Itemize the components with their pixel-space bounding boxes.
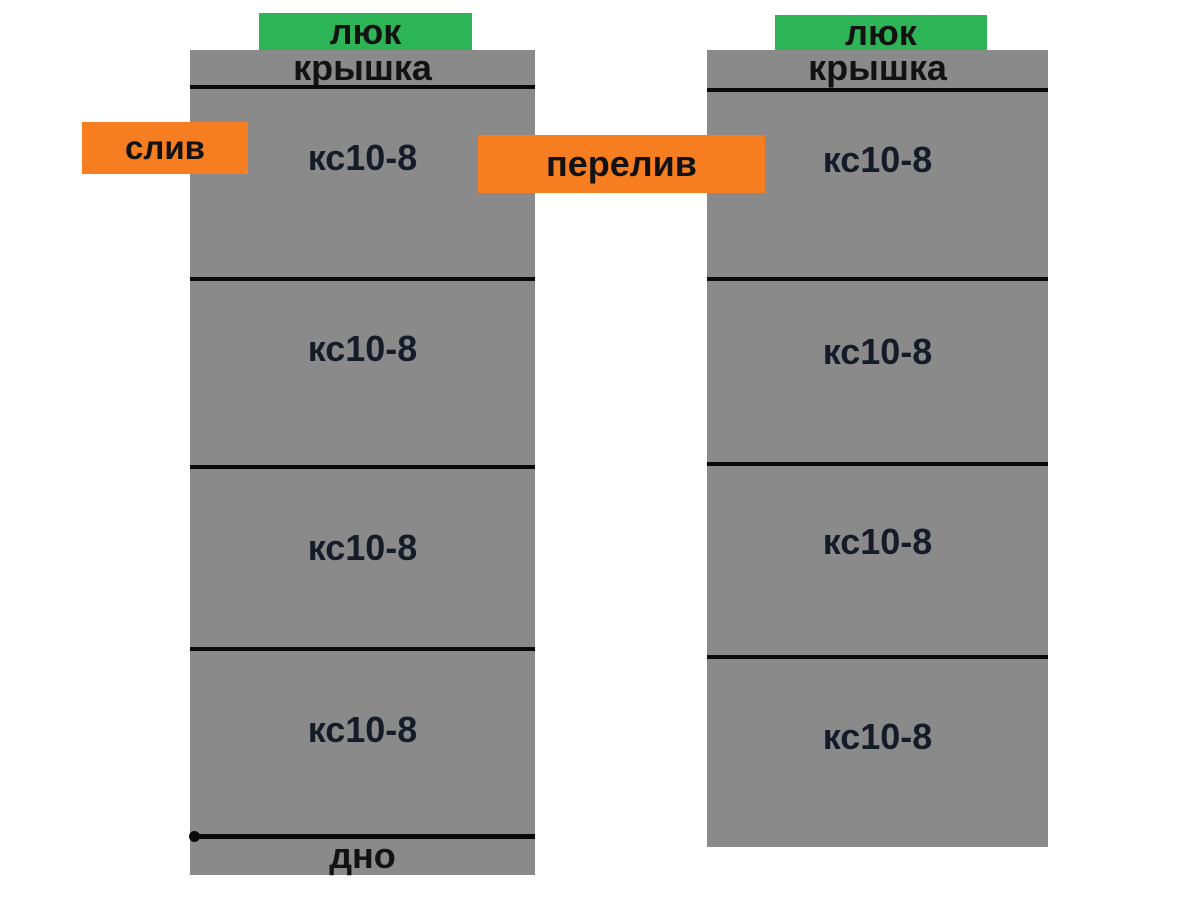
ring-label: кс10-8	[307, 328, 418, 369]
cover-label-right: крышка	[808, 47, 947, 88]
overflow-tag: перелив	[478, 135, 765, 193]
bottom-label: дно	[329, 835, 396, 876]
ring-label: кс10-8	[307, 137, 418, 178]
well-left: крышка кс10-8 кс10-8 кс10-8 кс10-8 дно	[189, 47, 535, 876]
ring-label: кс10-8	[822, 521, 933, 562]
ring-label: кс10-8	[307, 709, 418, 750]
cover-label-left: крышка	[293, 47, 432, 88]
ring-joint-line	[190, 465, 535, 469]
cover-joint-line	[707, 88, 1048, 92]
drain-tag: слив	[82, 122, 248, 174]
ring-label: кс10-8	[307, 527, 418, 568]
ring-label: кс10-8	[822, 716, 933, 757]
cover-joint-line	[190, 85, 535, 89]
ring-label: кс10-8	[822, 331, 933, 372]
ring-joint-line	[707, 462, 1048, 466]
floor-line	[189, 831, 535, 842]
ring-joint-line	[190, 277, 535, 281]
ring-label: кс10-8	[822, 139, 933, 180]
hatch-right: люк	[775, 12, 987, 53]
ring-joint-line	[190, 647, 535, 651]
ring-joint-line	[707, 277, 1048, 281]
ring-joint-line	[707, 655, 1048, 659]
hatch-left: люк	[259, 11, 472, 52]
